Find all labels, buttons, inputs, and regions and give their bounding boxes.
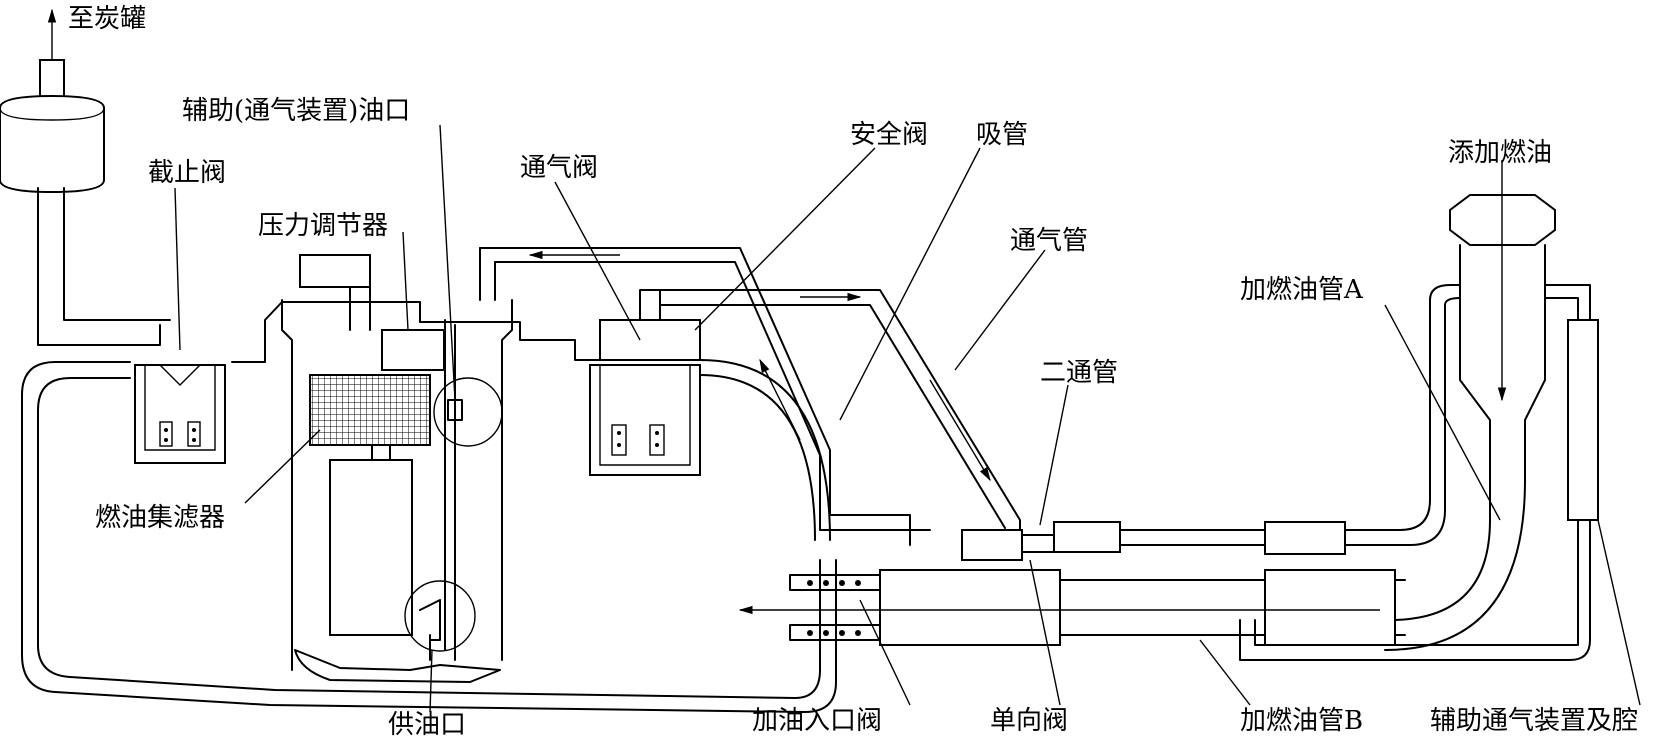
- aux-port-circle: [433, 377, 503, 447]
- vent-valve: [559, 289, 701, 476]
- label-inlet-valve: 加油入口阀: [752, 706, 883, 736]
- label-aux-vent-device: 辅助通气装置及腔: [1430, 706, 1639, 736]
- label-to-canister: 至炭罐: [68, 4, 147, 34]
- filler-neck: [1379, 160, 1556, 651]
- label-vent-pipe: 通气管: [1010, 226, 1089, 256]
- charcoal-canister: [0, 59, 171, 346]
- aux-vent-device: [1239, 284, 1599, 661]
- label-add-fuel: 添加燃油: [1448, 138, 1553, 168]
- label-supply-port: 供油口: [388, 710, 467, 740]
- label-check-valve: 单向阀: [990, 706, 1069, 736]
- fuel-filter-mesh: [309, 374, 431, 446]
- check-valve: [961, 521, 1121, 561]
- label-fuel-filter: 燃油集滤器: [95, 503, 226, 533]
- pump-motor: [329, 459, 413, 636]
- label-vent-valve: 通气阀: [520, 153, 599, 183]
- leader-lines: [174, 124, 1641, 713]
- label-shutoff-valve: 截止阀: [148, 158, 227, 188]
- fuel-tank: [21, 301, 837, 713]
- supply-port-circle: [404, 580, 476, 652]
- vent-lines: [479, 247, 1021, 546]
- fuel-pump-module: [281, 254, 513, 671]
- label-two-way-pipe: 二通管: [1040, 358, 1119, 388]
- filler-pipe-b: [738, 569, 1406, 646]
- inlet-valve: [789, 574, 881, 641]
- filler-pipe-a: [1119, 284, 1461, 555]
- label-filler-pipe-b: 加燃油管B: [1240, 706, 1364, 736]
- pressure-regulator-box: [381, 329, 445, 371]
- label-filler-pipe-a: 加燃油管A: [1240, 275, 1363, 305]
- label-suction-pipe: 吸管: [976, 120, 1029, 150]
- label-aux-vent-port: 辅助(通气装置)油口: [182, 96, 411, 126]
- label-safety-valve: 安全阀: [850, 120, 929, 150]
- label-pressure-regulator: 压力调节器: [258, 211, 389, 241]
- shutoff-valve: [134, 364, 226, 464]
